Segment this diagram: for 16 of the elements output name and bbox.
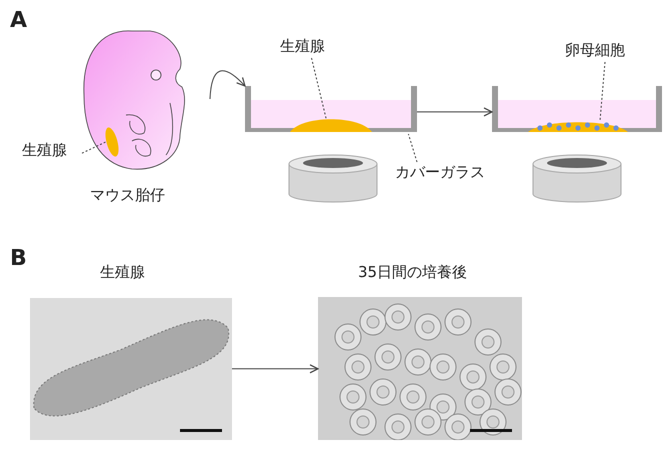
leader-line: [82, 142, 106, 154]
arrow: [416, 107, 493, 117]
micrograph-title: 生殖腺: [100, 262, 145, 282]
callout-label: 卵母細胞: [565, 40, 625, 60]
embryo-caption: マウス胎仔: [90, 185, 165, 205]
panel-letter: A: [10, 8, 28, 33]
callout-label: 生殖腺: [280, 36, 325, 56]
panel-letter: B: [10, 246, 27, 271]
callout-label: 生殖腺: [22, 140, 67, 160]
callout-label: カバーガラス: [395, 162, 485, 182]
micrograph-title: 35日間の培養後: [358, 262, 468, 282]
arrow: [210, 70, 246, 100]
leader-line: [408, 134, 418, 162]
leader-line: [600, 62, 606, 122]
leader-line: [311, 58, 327, 119]
arrow: [232, 364, 319, 374]
